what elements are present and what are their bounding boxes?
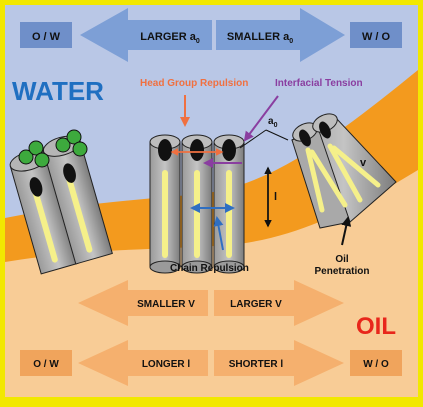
larger-v-arrow — [214, 280, 344, 326]
w-o-box-bottom-label: W / O — [363, 359, 389, 370]
w-o-box-bottom — [350, 350, 402, 376]
left-head-groups — [18, 129, 88, 168]
chain-repulsion-pointer — [213, 216, 224, 251]
w-o-box-top-label: W / O — [362, 31, 391, 43]
o-w-box-bottom-label: O / W — [33, 359, 59, 370]
head-group-repulsion-label: Head Group Repulsion — [140, 78, 248, 89]
bottom-arrow-row-2: O / W LONGER l SHORTER l W / O — [20, 340, 402, 386]
chain-repulsion-label: Chain Repulsion — [170, 263, 249, 274]
shorter-l-label: SHORTER l — [229, 359, 284, 370]
smaller-v-arrow — [78, 280, 208, 326]
oil-penetration-pointer — [341, 216, 352, 246]
smaller-a0-arrow — [216, 8, 345, 62]
volume-label: v — [360, 157, 367, 169]
interfacial-tension-pointer — [243, 95, 279, 142]
longer-l-label: LONGER l — [142, 359, 191, 370]
bottom-arrow-row-1: SMALLER V LARGER V — [78, 280, 344, 326]
oil-region — [5, 170, 418, 397]
a0-pointer-line-right — [265, 129, 289, 141]
a0-pointer-line — [239, 129, 267, 149]
a0-label: a0 — [268, 116, 278, 129]
oil-label: OIL — [356, 313, 396, 340]
w-o-box-top — [350, 22, 402, 48]
larger-a0-arrow — [80, 8, 212, 62]
interfacial-tension-label: Interfacial Tension — [275, 78, 363, 89]
chain-length-label: l — [274, 191, 277, 203]
larger-a0-label: LARGER a0 — [140, 31, 200, 45]
smaller-v-label: SMALLER V — [137, 299, 195, 310]
middle-cylinder-surfactants — [149, 134, 245, 274]
right-wedge-surfactant — [291, 113, 397, 229]
longer-l-arrow — [78, 340, 208, 386]
o-w-box-bottom — [20, 350, 72, 376]
oil-penetration-label-1: Oil — [335, 254, 349, 265]
o-w-box-top — [20, 22, 72, 48]
smaller-a0-label: SMALLER a0 — [227, 31, 293, 45]
oil-penetration-label-2: Penetration — [314, 266, 369, 277]
water-label: WATER — [12, 76, 104, 106]
o-w-box-top-label: O / W — [32, 31, 61, 43]
shorter-l-arrow — [214, 340, 344, 386]
larger-v-label: LARGER V — [230, 299, 282, 310]
top-arrow-row: O / W LARGER a0 SMALLER a0 W / O — [20, 8, 402, 62]
